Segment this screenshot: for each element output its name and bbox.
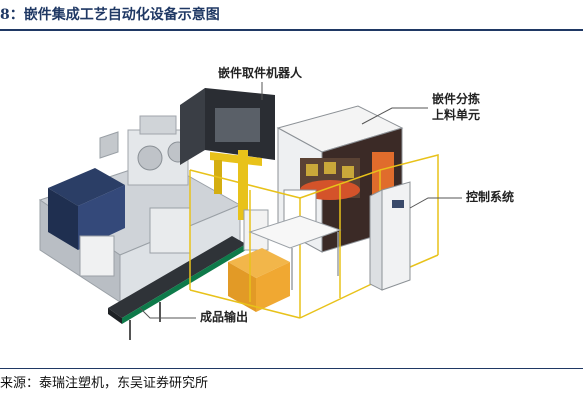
figure-title: 8：嵌件集成工艺自动化设备示意图 [0,7,220,23]
callout-sorting-line2: 上料单元 [432,108,481,122]
callout-sorting-line1: 嵌件分拣 [432,92,481,106]
callout-output: 成品输出 [200,310,249,324]
equipment-illustration [38,82,462,340]
callout-robot: 嵌件取件机器人 [218,66,303,80]
output-conveyor [108,236,246,340]
source-rule [0,368,583,369]
figure-source: 来源：泰瑞注塑机，东吴证券研究所 [0,376,209,391]
product-box [228,248,290,312]
work-table [248,215,342,290]
equipment-figure: 嵌件取件机器人 嵌件分拣 上料单元 控制系统 成品输出 [0,40,583,362]
callout-leaders [139,82,462,319]
control-cabinet [369,181,411,291]
callout-control: 控制系统 [466,190,515,204]
title-rule [0,29,583,31]
